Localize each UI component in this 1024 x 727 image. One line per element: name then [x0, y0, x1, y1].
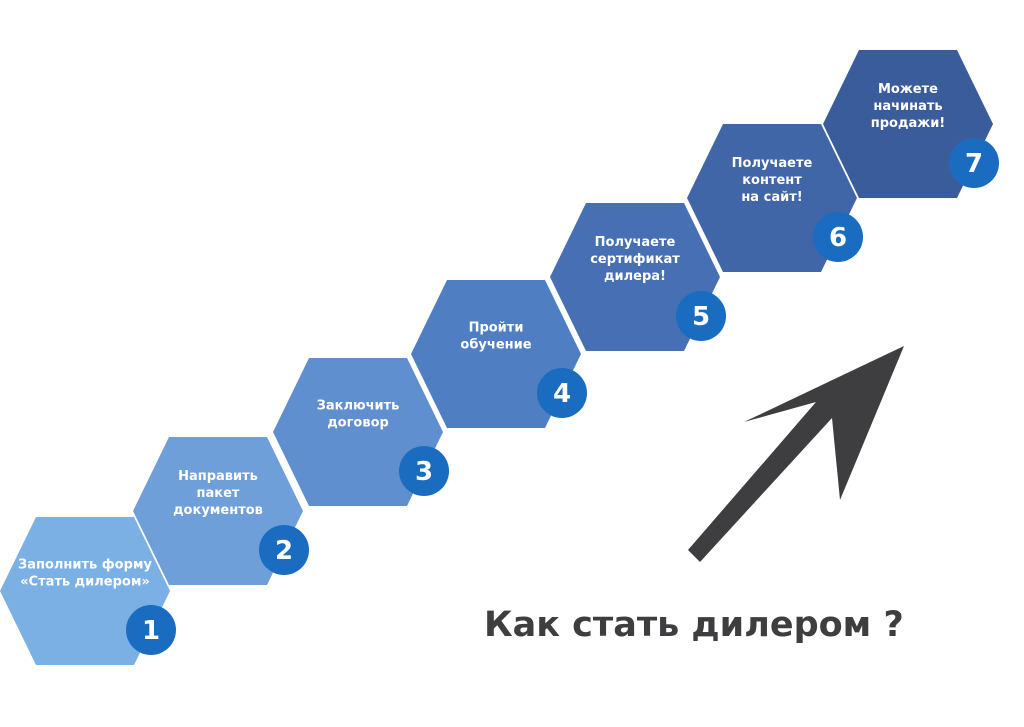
step-number: 2 [275, 536, 293, 566]
step-number: 6 [829, 223, 847, 253]
step-number: 5 [692, 302, 710, 332]
step-label-line: Получаете [732, 156, 813, 171]
step-label-line: Заключить [317, 399, 400, 414]
step-number-badge [813, 212, 863, 262]
up-right-arrow-icon [688, 346, 904, 562]
steps-layer: Заполнить форму «Стать дилером» 1 Направить… [0, 50, 999, 665]
step-label-line: сертификат [590, 252, 680, 267]
step-number-badge [537, 368, 587, 418]
step-5: Получаете сертификат дилера! 5 [550, 203, 726, 351]
step-label-line: Заполнить форму [18, 558, 153, 573]
step-3: Заключить договор 3 [273, 358, 449, 506]
step-label-line: дилера! [604, 269, 666, 284]
step-number: 4 [553, 379, 571, 409]
step-number-badge [949, 138, 999, 188]
step-number-badge [399, 446, 449, 496]
step-label-line: начинать [873, 99, 942, 114]
step-6: Получаете контент на сайт! 6 [687, 124, 863, 272]
step-number-badge [126, 605, 176, 655]
step-label-line: контент [742, 173, 802, 188]
step-2: Направить пакет документов 2 [133, 437, 309, 585]
diagram-title: Как стать дилером ? [484, 605, 904, 645]
step-label-line: продажи! [871, 116, 945, 131]
step-number-badge [259, 525, 309, 575]
step-number-badge [676, 291, 726, 341]
step-label-line: Можете [878, 82, 938, 97]
step-label-line: Пройти [469, 321, 524, 336]
step-number: 7 [965, 149, 983, 179]
step-label-line: на сайт! [741, 190, 802, 205]
step-7: Можете начинать продажи! 7 [823, 50, 999, 198]
step-label-line: документов [173, 503, 263, 518]
step-4: Пройти обучение 4 [411, 280, 587, 428]
step-1: Заполнить форму «Стать дилером» 1 [0, 517, 176, 665]
step-label-line: пакет [197, 486, 240, 501]
step-label-line: Направить [178, 469, 258, 484]
step-label-line: договор [327, 416, 389, 431]
step-number: 1 [142, 616, 160, 646]
step-number: 3 [415, 457, 433, 487]
step-label-line: «Стать дилером» [20, 575, 150, 590]
step-label-line: Получаете [595, 235, 676, 250]
step-label-line: обучение [460, 338, 531, 353]
